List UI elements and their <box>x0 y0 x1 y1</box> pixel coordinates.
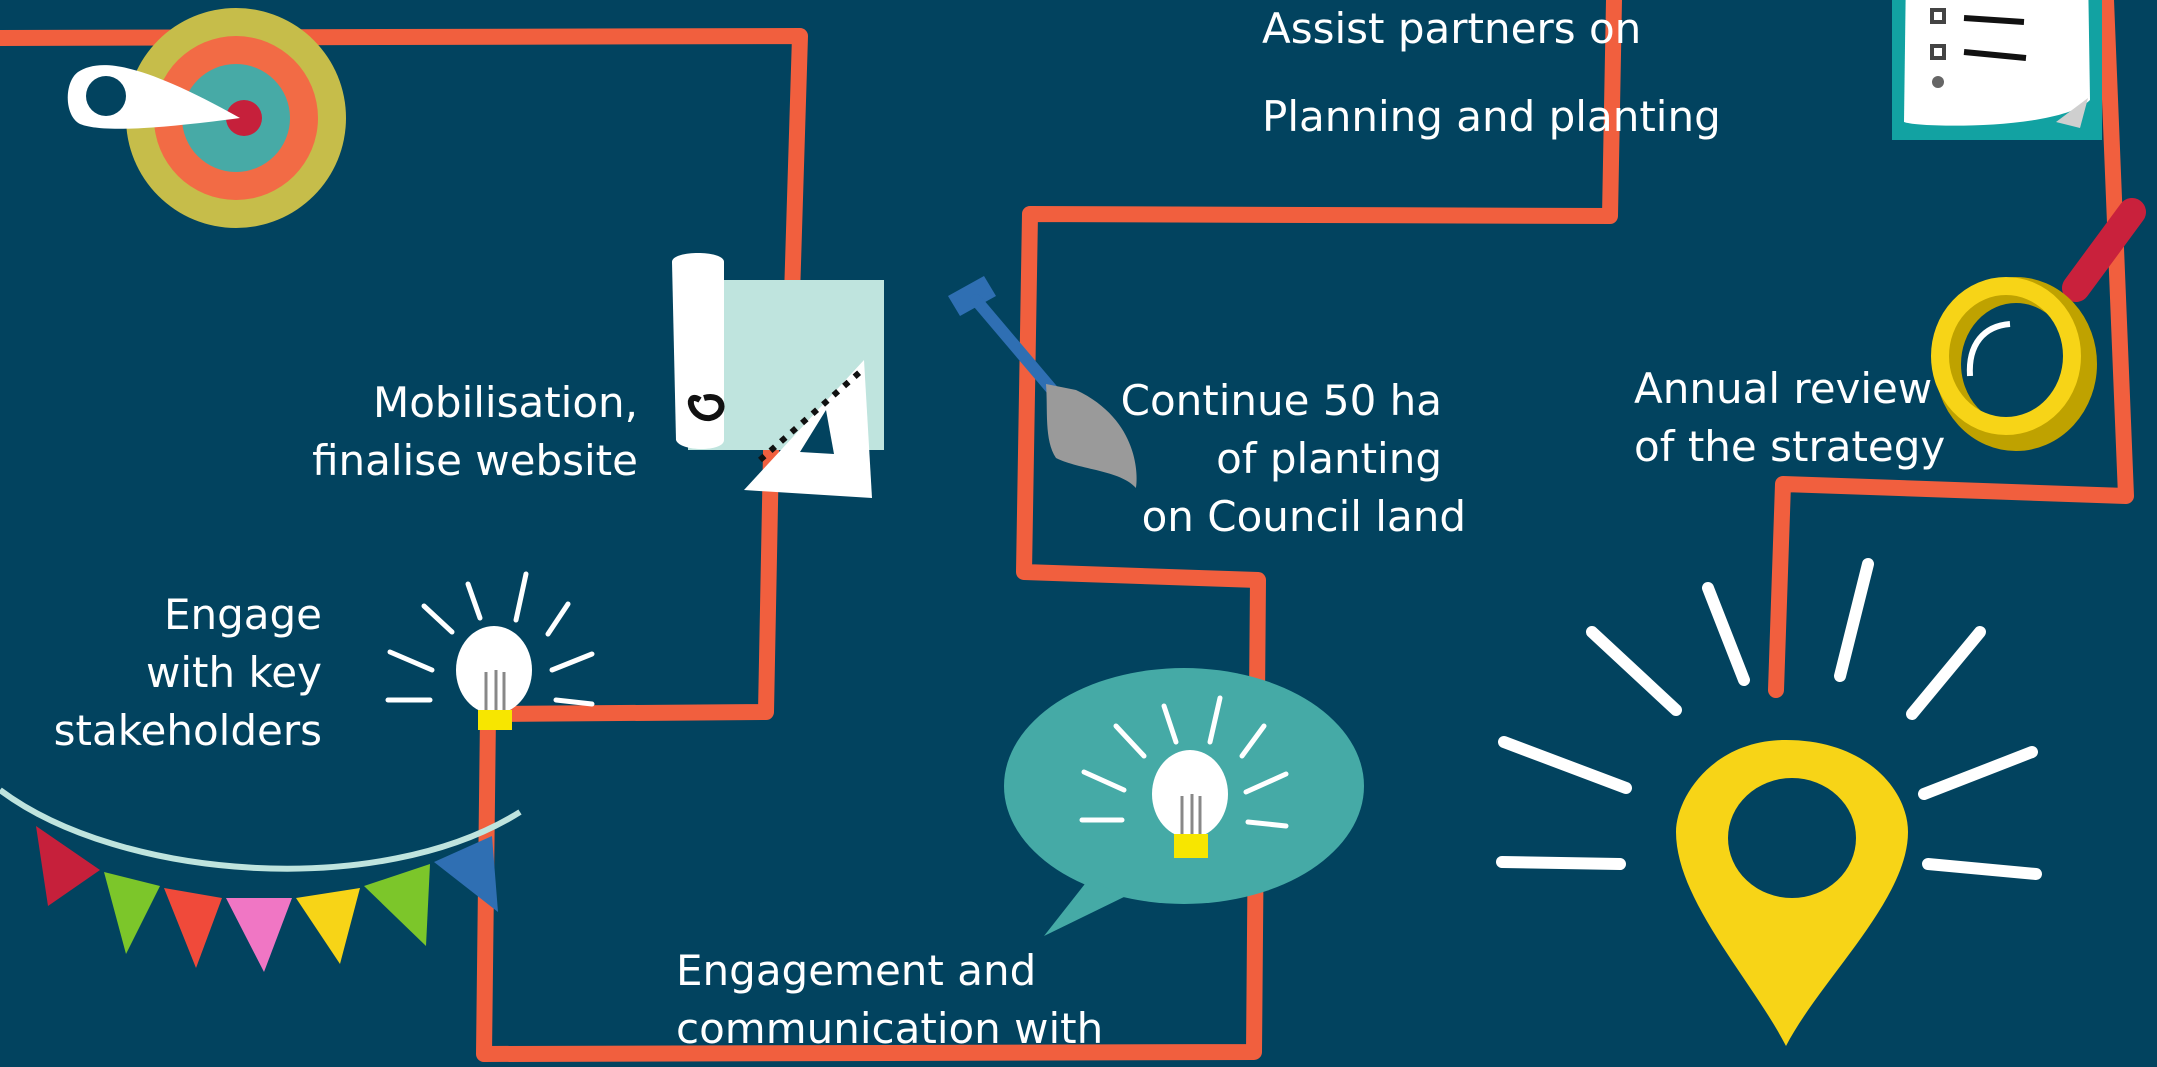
milestone-engage-line1: Engage <box>163 590 322 639</box>
milestone-planting-line2: of planting <box>1216 434 1442 483</box>
milestone-mobilisation-line2: finalise website <box>312 436 638 485</box>
bunting-icon <box>0 787 522 972</box>
blueprint-icon <box>672 253 884 498</box>
magnifier-icon <box>1931 198 2146 451</box>
milestone-assist-line1: Assist partners on <box>1262 4 1642 53</box>
milestone-review-line1: Annual review <box>1634 364 1933 413</box>
milestone-engage-line2: with key <box>146 648 322 697</box>
milestone-engagement-line2: communication with <box>676 1004 1104 1053</box>
milestone-assist-line2: Planning and planting <box>1262 92 1721 141</box>
milestone-engage-stakeholders: Engage with key stakeholders <box>40 586 322 760</box>
location-pin-icon <box>1496 558 2042 1046</box>
milestone-planting-line3: on Council land <box>1141 492 1466 541</box>
milestone-engagement-line1: Engagement and <box>676 946 1037 995</box>
milestone-planting-line1: Continue 50 ha <box>1120 376 1442 425</box>
shovel-icon <box>948 276 1137 488</box>
milestone-review-line2: of the strategy <box>1634 422 1946 471</box>
milestone-annual-review: Annual review of the strategy <box>1634 360 1945 476</box>
milestone-planting: Continue 50 ha of planting on Council la… <box>1120 372 1466 546</box>
milestone-engagement-communication: Engagement and communication with <box>676 942 1103 1058</box>
speech-bubble-icon <box>1004 668 1364 936</box>
milestone-mobilisation: Mobilisation, finalise website <box>300 374 638 490</box>
milestone-assist-partners: Assist partners on Planning and planting <box>1262 0 1721 146</box>
milestone-engage-line3: stakeholders <box>53 706 322 755</box>
target-icon <box>67 8 346 228</box>
lightbulb-icon <box>385 571 595 730</box>
milestone-mobilisation-line1: Mobilisation, <box>372 378 638 427</box>
checklist-icon <box>1892 0 2102 140</box>
